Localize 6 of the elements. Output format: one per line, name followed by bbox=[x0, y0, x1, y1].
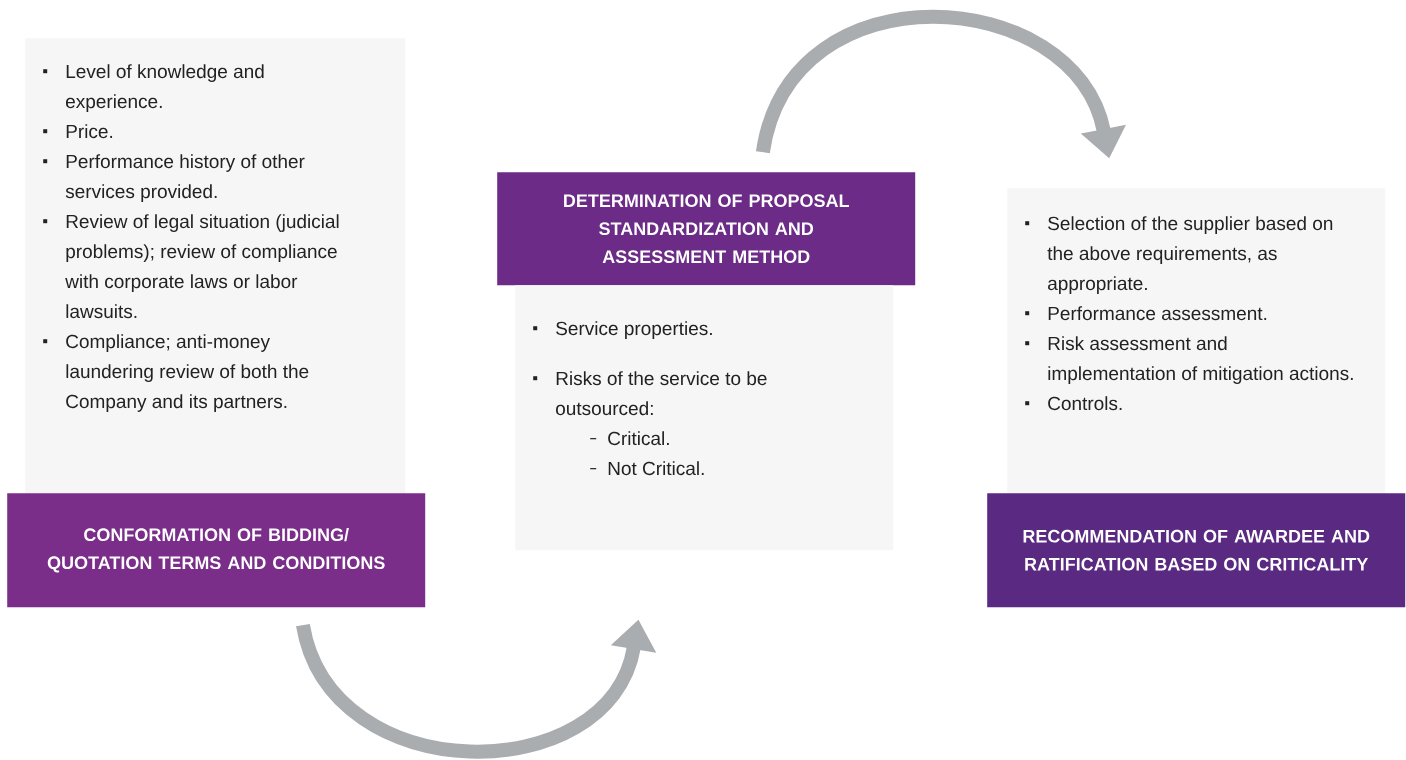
bullet-list-panel: Service properties. Risks of the service to be outsourced: Critical. Not Critical. bbox=[515, 285, 894, 551]
title-banner: DETERMINATION OF PROPOSAL STANDARDIZATION AND ASSESSMENT METHOD bbox=[497, 172, 916, 286]
bullet-list-panel: Level of knowledge and experience. Price. Performance history of other services provided. Review of legal situation (judicial problems); review of compliance with corporate laws or labor lawsuits. Compliance; anti-money laundering review of both the Company and its partners. bbox=[25, 38, 406, 496]
title-banner: CONFORMATION OF BIDDING/ QUOTATION TERMS AND CONDITIONS bbox=[7, 493, 426, 608]
bullet-list-panel: Selection of the supplier based on the above requirements, as appropriate. Performance assessment. Risk assessment and implementation of mitigation actions. Controls. bbox=[1007, 188, 1386, 496]
title-banner: RECOMMENDATION OF AWARDEE AND RATIFICATION BASED ON CRITICALITY bbox=[987, 493, 1406, 608]
